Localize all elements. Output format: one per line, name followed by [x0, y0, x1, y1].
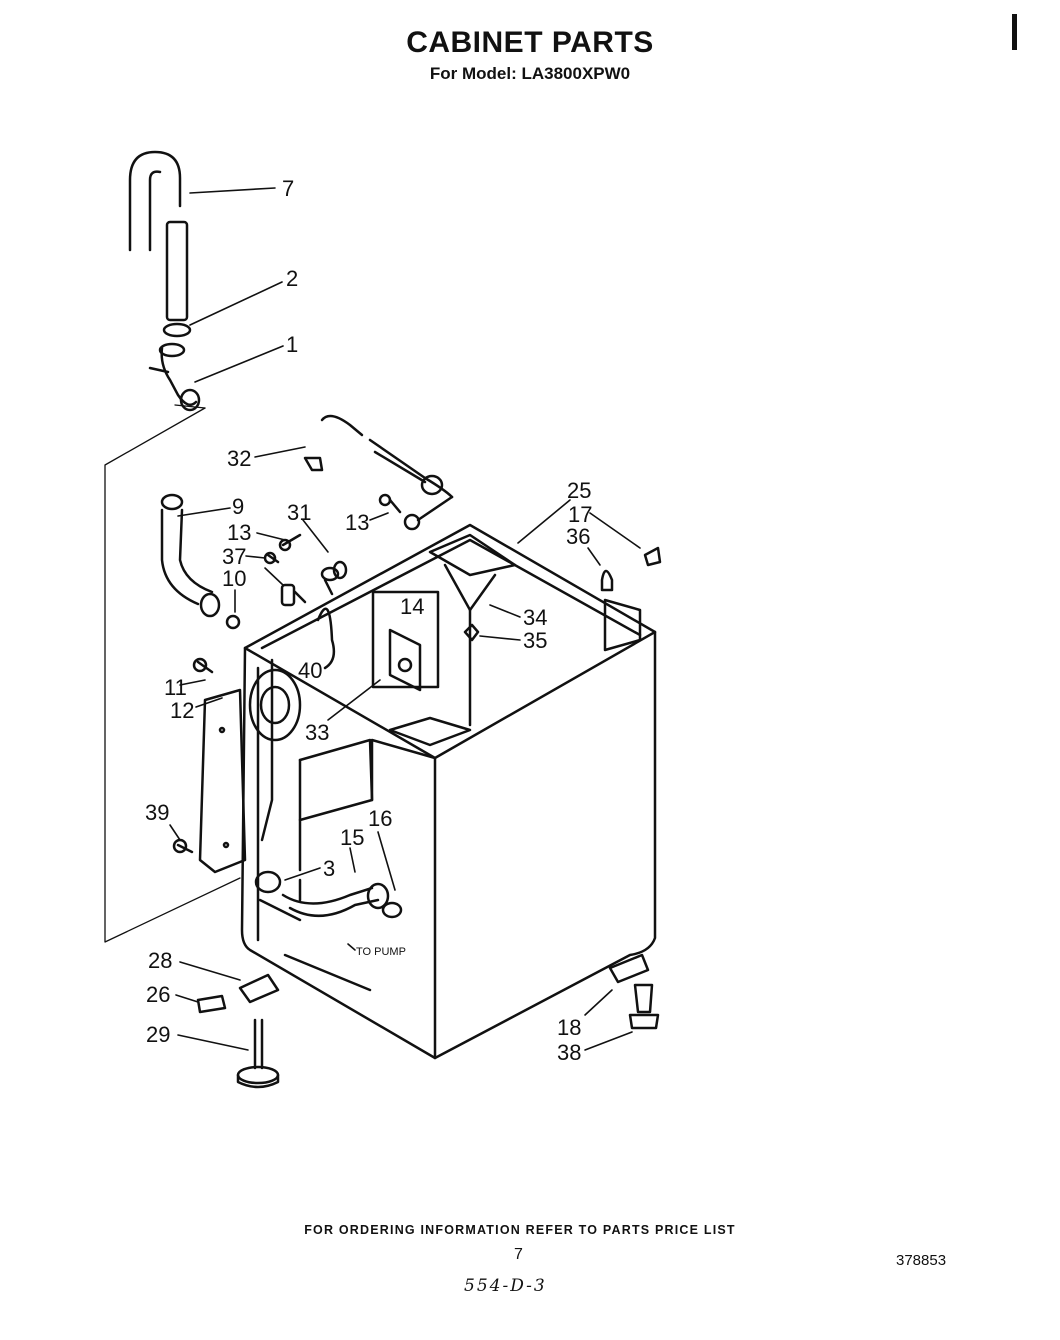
callout-label: 28 [148, 948, 172, 973]
hose-connector [160, 346, 198, 407]
inlet-hose [320, 414, 364, 437]
callout-label: 39 [145, 800, 169, 825]
callout-label: 16 [368, 806, 392, 831]
page-number: 7 [514, 1246, 523, 1263]
callout-label: 11 [164, 675, 187, 700]
callout-label: 9 [232, 494, 244, 519]
callout-label: 1 [286, 332, 298, 357]
to-pump-annotation: TO PUMP [356, 946, 406, 958]
callout-label: 37 [222, 544, 246, 569]
callout-label: 29 [146, 1022, 170, 1047]
leveling-foot-front [238, 973, 280, 1004]
callout-label: 33 [305, 720, 329, 745]
model-line: For Model: LA3800XPW0 [429, 64, 631, 83]
callout-label: 40 [298, 658, 322, 683]
callout-label: 32 [227, 446, 251, 471]
callout-numbers: 7 2 1 32 9 31 13 13 25 17 36 37 10 14 34… [145, 176, 592, 1065]
document-number: 378853 [896, 1252, 947, 1269]
callout-label: 15 [340, 825, 364, 850]
callout-label: 36 [566, 524, 590, 549]
callout-label: 26 [146, 982, 170, 1007]
bottom-hose [281, 886, 374, 905]
handwritten-note: 554-D-3 [464, 1276, 547, 1296]
water-inlet-panel [248, 668, 302, 742]
callout-label: 18 [557, 1015, 581, 1040]
cabinet-body [240, 523, 657, 1060]
callout-label: 2 [286, 266, 298, 291]
callout-label: 3 [323, 856, 335, 881]
leveling-foot-rear [608, 953, 650, 984]
exploded-parts-diagram: 7 2 1 32 9 31 13 13 25 17 36 37 10 14 34… [104, 150, 662, 1089]
callout-label: 34 [523, 605, 547, 630]
callout-label: 7 [282, 176, 294, 201]
access-panel [198, 688, 247, 874]
margin-mark [1012, 14, 1017, 50]
callout-label: 25 [567, 478, 591, 503]
drain-hose-hook [128, 150, 182, 252]
callout-label: 10 [222, 566, 246, 591]
callout-label: 14 [400, 594, 424, 619]
callout-label: 12 [170, 698, 194, 723]
ordering-info: FOR ORDERING INFORMATION REFER TO PARTS … [304, 1223, 736, 1237]
callout-label: 17 [568, 502, 592, 527]
callout-label: 13 [227, 520, 251, 545]
pump-hose [160, 508, 200, 606]
callout-label: 38 [557, 1040, 581, 1065]
pressure-switch-box [371, 590, 440, 689]
callout-label: 35 [523, 628, 547, 653]
callout-label: 31 [287, 500, 311, 525]
callout-label: 13 [345, 510, 369, 535]
hose-tube [165, 220, 189, 322]
page-title: CABINET PARTS [406, 26, 654, 59]
